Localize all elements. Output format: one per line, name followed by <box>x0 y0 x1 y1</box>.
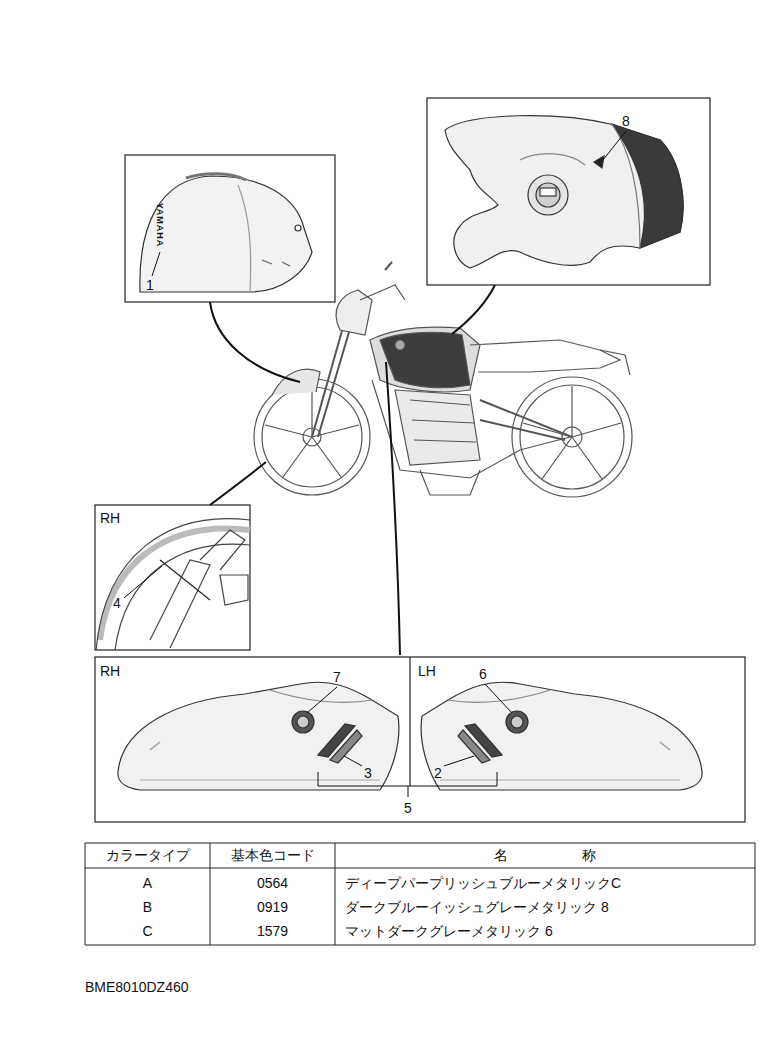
tank-cover <box>445 116 683 268</box>
table-cell: 0564 <box>210 874 335 892</box>
table-header: 名 称 <box>335 846 755 864</box>
table-header: カラータイプ <box>85 846 210 864</box>
table-cell: C <box>85 922 210 940</box>
callout-number: 8 <box>622 112 630 130</box>
table-header: 基本色コード <box>210 846 335 864</box>
callout-leader <box>124 131 626 797</box>
table-cell: 0919 <box>210 898 335 916</box>
inset-frame <box>427 98 710 285</box>
front-fender <box>140 174 312 292</box>
callout-number: 3 <box>364 764 372 782</box>
side-label: LH <box>418 662 436 680</box>
callout-number: 1 <box>146 276 154 294</box>
callout-number: 4 <box>113 594 121 612</box>
inset-frame <box>95 657 745 822</box>
front-wheel-detail <box>96 519 250 650</box>
decal-logo: YAMAHA <box>155 203 165 248</box>
table-cell: ディープパープリッシュブルーメタリックC <box>345 874 621 892</box>
inset-frame <box>125 155 335 302</box>
side-label: RH <box>100 662 120 680</box>
drawing-number: BME8010DZ460 <box>85 978 189 996</box>
color-table <box>85 843 755 945</box>
callout-number: 6 <box>479 665 487 683</box>
table-cell: ダークブルーイッシュグレーメタリック 8 <box>345 898 609 916</box>
table-cell: 1579 <box>210 922 335 940</box>
motorcycle <box>254 262 632 497</box>
side-label: RH <box>100 509 120 527</box>
callout-number: 2 <box>434 764 442 782</box>
callout-number: 5 <box>404 799 412 817</box>
table-cell: B <box>85 898 210 916</box>
callout-number: 7 <box>333 668 341 686</box>
divider <box>409 657 410 786</box>
leader-line <box>210 285 495 655</box>
table-cell: マットダークグレーメタリック 6 <box>345 922 553 940</box>
side-cover-lh <box>421 682 702 790</box>
side-cover-rh <box>118 682 399 790</box>
inset-frame <box>95 505 250 650</box>
table-cell: A <box>85 874 210 892</box>
